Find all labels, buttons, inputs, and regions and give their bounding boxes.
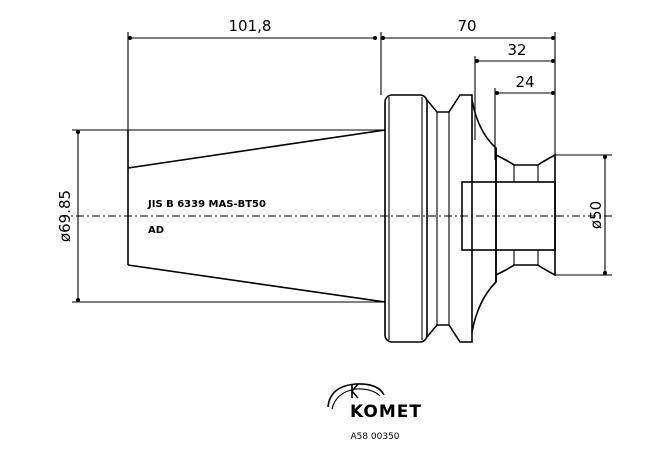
komet-logo: KOMET A58 00350 (327, 383, 422, 442)
dimension-flange-to-end: 32 (474, 41, 555, 140)
dim-label-taper-length: 101,8 (229, 17, 272, 35)
taper-shank (127, 129, 386, 303)
dimension-taper-length: 101,8 (127, 17, 377, 130)
dimension-body-length: 70 (380, 17, 556, 155)
logo-part-number: A58 00350 (350, 432, 399, 442)
dim-label-bore-diameter: ø50 (587, 201, 605, 229)
spec-code-label: AD (148, 225, 164, 236)
dimension-bore-diameter: ø50 (555, 154, 612, 276)
dim-label-bore-depth: 24 (515, 73, 534, 91)
dim-label-body-length: 70 (457, 17, 476, 35)
logo-brand-text: KOMET (350, 402, 422, 422)
flange (384, 94, 428, 343)
dimension-bore-depth: 24 (494, 73, 555, 160)
v-groove (426, 94, 473, 343)
dim-label-flange-to-end: 32 (507, 41, 526, 59)
spec-standard-label: JIS B 6339 MAS-BT50 (147, 199, 266, 210)
nose-body (461, 99, 556, 333)
